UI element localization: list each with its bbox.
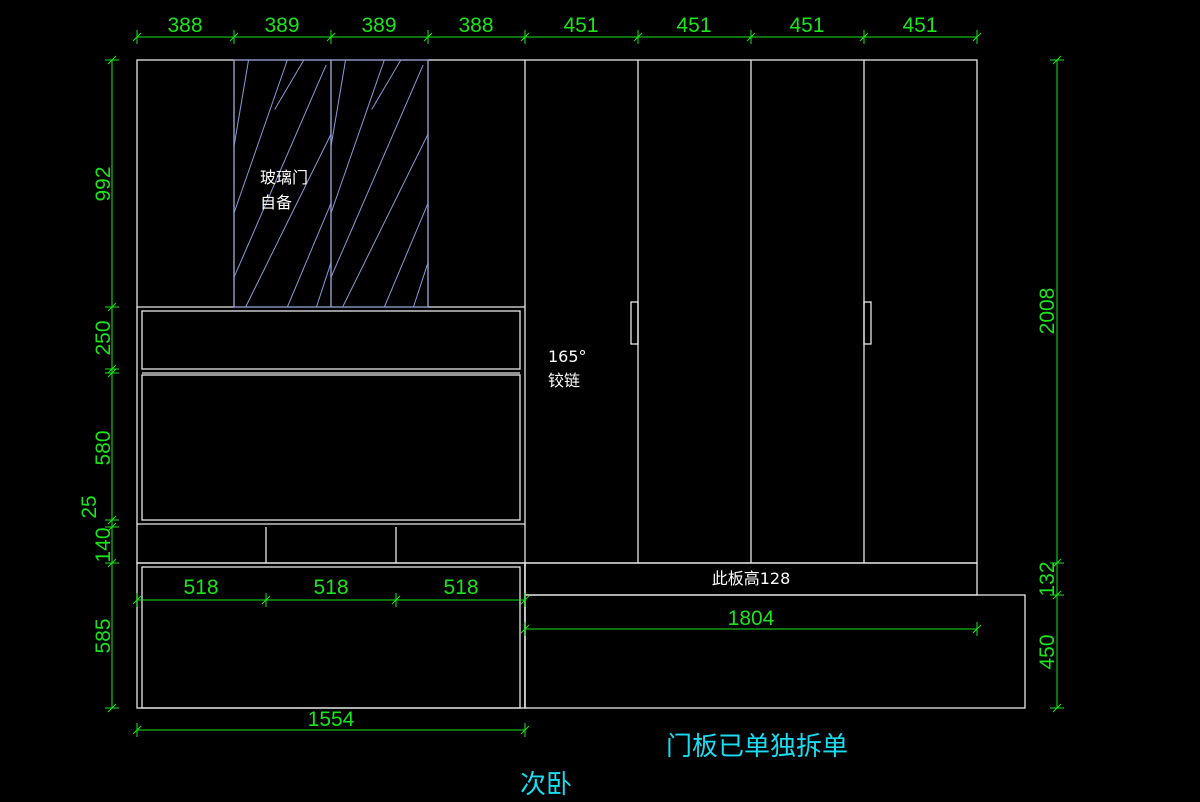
door-panel-note: 门板已单独拆单 <box>666 732 848 762</box>
dim-left-6: 585 <box>92 618 115 653</box>
dim-base-width: 1554 <box>308 708 355 731</box>
dim-top-7: 451 <box>789 14 824 37</box>
dim-left-2: 250 <box>92 320 115 355</box>
upper-shelf <box>141 310 521 370</box>
dim-drawer-3: 518 <box>443 576 478 599</box>
hinge-note-line2: 铰链 <box>548 371 580 390</box>
cabinet-outline <box>136 59 1026 709</box>
dim-right-3: 450 <box>1036 634 1059 669</box>
dim-top-1: 388 <box>167 14 202 37</box>
dim-bench-width: 1804 <box>728 607 775 630</box>
inner-dimension-labels: 518 518 518 1804 1554 <box>183 576 774 731</box>
dim-top-5: 451 <box>563 14 598 37</box>
bench-cabinet <box>524 594 1026 709</box>
annotations: 玻璃门 自备 165° 铰链 此板高128 <box>260 168 790 588</box>
dim-top-6: 451 <box>676 14 711 37</box>
dim-top-8: 451 <box>902 14 937 37</box>
dim-left-3: 580 <box>92 430 115 465</box>
glass-doors <box>233 59 429 308</box>
hinge-note-line1: 165° <box>548 347 587 366</box>
dim-right-2: 132 <box>1036 561 1059 596</box>
dim-top-2: 389 <box>264 14 299 37</box>
left-dimension-labels: 992 250 580 25 140 585 <box>78 166 115 653</box>
dimension-lines <box>105 30 1064 737</box>
dim-drawer-2: 518 <box>313 576 348 599</box>
door-handle <box>863 301 872 345</box>
dim-left-5: 140 <box>92 527 115 562</box>
open-compartment <box>141 374 521 521</box>
dim-left-4: 25 <box>78 495 101 518</box>
dim-top-3: 389 <box>361 14 396 37</box>
door-handle <box>630 301 639 345</box>
glass-door-note-line2: 自备 <box>260 193 292 212</box>
right-dimension-labels: 2008 132 450 <box>1036 288 1059 670</box>
top-dimension-labels: 388 389 389 388 451 451 451 451 <box>167 14 937 37</box>
glass-door-note-line1: 玻璃门 <box>260 168 308 187</box>
panel-height-note: 此板高128 <box>712 569 791 588</box>
dim-top-4: 388 <box>458 14 493 37</box>
dim-right-1: 2008 <box>1036 288 1059 335</box>
room-name: 次卧 <box>520 770 572 800</box>
dim-drawer-1: 518 <box>183 576 218 599</box>
glass-door-right <box>330 59 429 308</box>
captions: 门板已单独拆单 次卧 <box>520 732 848 800</box>
dim-left-1: 992 <box>92 166 115 201</box>
